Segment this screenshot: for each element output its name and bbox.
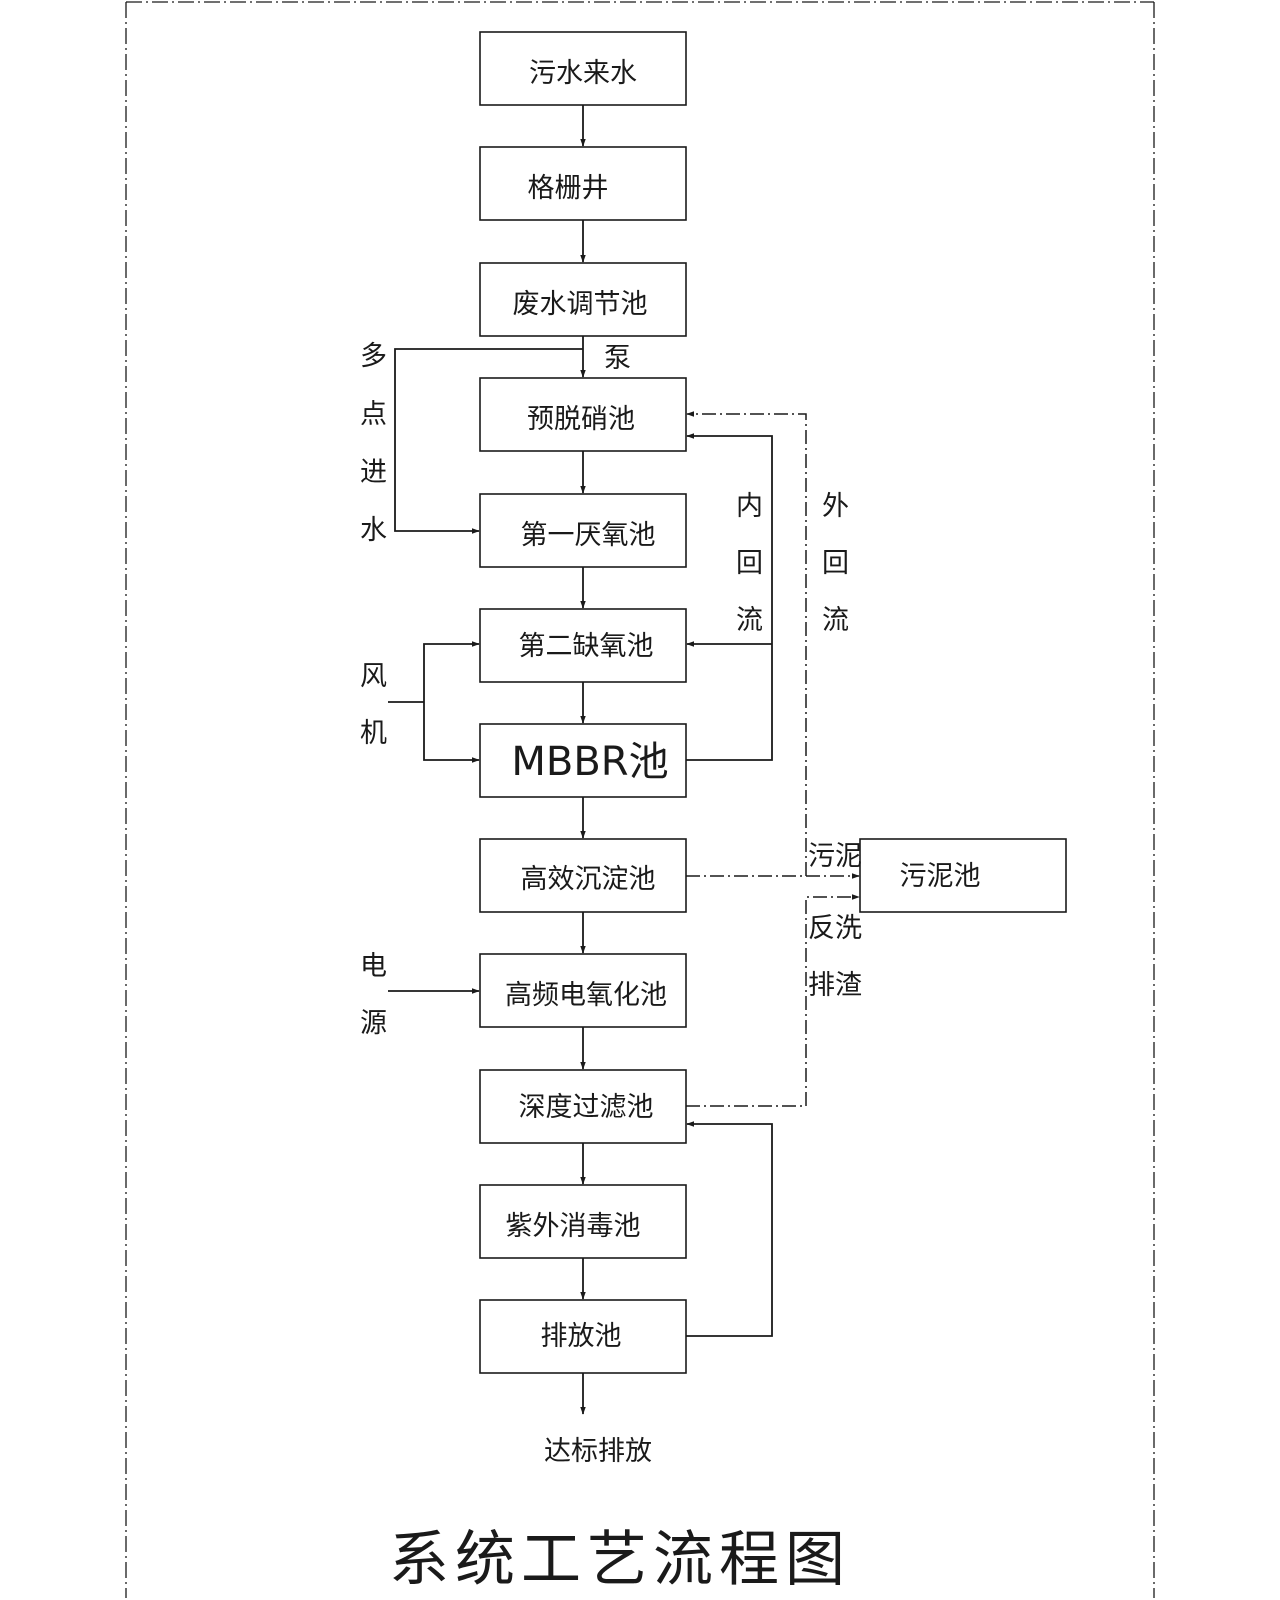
box-predenitrification: 预脱硝池 [479,377,687,452]
label-blower-1: 风 [360,661,387,692]
label-power-source-2: 源 [360,1008,387,1039]
box-equalization: 废水调节池 [479,262,687,337]
label-pump: 泵 [604,343,631,374]
label-internal-reflux-1: 内 [736,491,763,522]
box-anoxic: 第二缺氧池 [479,608,687,683]
label-external-reflux-1: 外 [822,491,849,522]
label-backwash-slag-2: 排渣 [808,970,862,1001]
box-mbbr: MBBR池 [479,723,687,798]
box-grille: 格栅井 [479,146,687,221]
box-equalization-label: 废水调节池 [513,289,648,320]
label-backwash-slag: 反洗 排渣 [808,913,871,1001]
line-discharge-return [686,1121,773,1337]
label-external-reflux-3: 流 [822,605,849,636]
box-predenitrification-label: 预脱硝池 [527,404,635,435]
label-final-output: 达标排放 [544,1436,652,1467]
label-multi-point-inflow: 多 点 进 水 [360,341,396,546]
box-electro-oxidation: 高频电氧化池 [479,953,687,1028]
line-backwash-slag [686,894,860,1107]
line-blower-to-anoxic [423,641,480,702]
box-sludge-pool-label: 污泥池 [900,861,981,892]
box-deep-filtration: 深度过滤池 [479,1069,687,1144]
label-multi-point-inflow-4: 水 [360,515,387,546]
line-blower-to-mbbr [423,702,480,763]
label-internal-reflux: 内 回 流 [736,491,772,636]
label-blower: 风 机 [360,661,396,749]
label-multi-point-inflow-1: 多 [360,341,387,372]
label-sludge: 污泥 [808,841,862,872]
box-uv-disinfection-label: 紫外消毒池 [506,1211,641,1242]
label-external-reflux: 外 回 流 [822,491,858,636]
label-internal-reflux-3: 流 [736,605,763,636]
box-uv-disinfection: 紫外消毒池 [479,1184,687,1259]
box-deep-filtration-label: 深度过滤池 [519,1092,654,1123]
label-internal-reflux-2: 回 [736,548,763,579]
box-mbbr-label: MBBR池 [511,739,668,785]
label-multi-point-inflow-2: 点 [360,399,387,430]
label-power-source-1: 电 [360,951,387,982]
box-anoxic-label: 第二缺氧池 [519,631,654,662]
box-sludge-pool: 污泥池 [859,838,1067,913]
label-external-reflux-2: 回 [822,548,849,579]
box-electro-oxidation-label: 高频电氧化池 [505,980,667,1011]
label-multi-point-inflow-3: 进 [360,457,387,488]
diagram-title: 系统工艺流程图 [389,1525,851,1595]
box-anaerobic-label: 第一厌氧池 [521,520,656,551]
box-sedimentation-label: 高效沉淀池 [521,864,656,895]
box-inflow-label: 污水来水 [529,58,637,89]
line-multi-point-inflow [394,348,583,534]
label-blower-2: 机 [360,718,387,749]
box-anaerobic: 第一厌氧池 [479,493,687,568]
box-inflow: 污水来水 [479,31,687,106]
label-power-source: 电 源 [360,951,396,1039]
box-discharge-pool-label: 排放池 [541,1321,622,1352]
box-sedimentation: 高效沉淀池 [479,838,687,913]
line-internal-reflux [686,433,773,761]
box-discharge-pool: 排放池 [479,1299,687,1374]
line-external-reflux [686,411,807,876]
label-backwash-slag-1: 反洗 [808,913,862,944]
box-grille-label: 格栅井 [528,173,609,204]
